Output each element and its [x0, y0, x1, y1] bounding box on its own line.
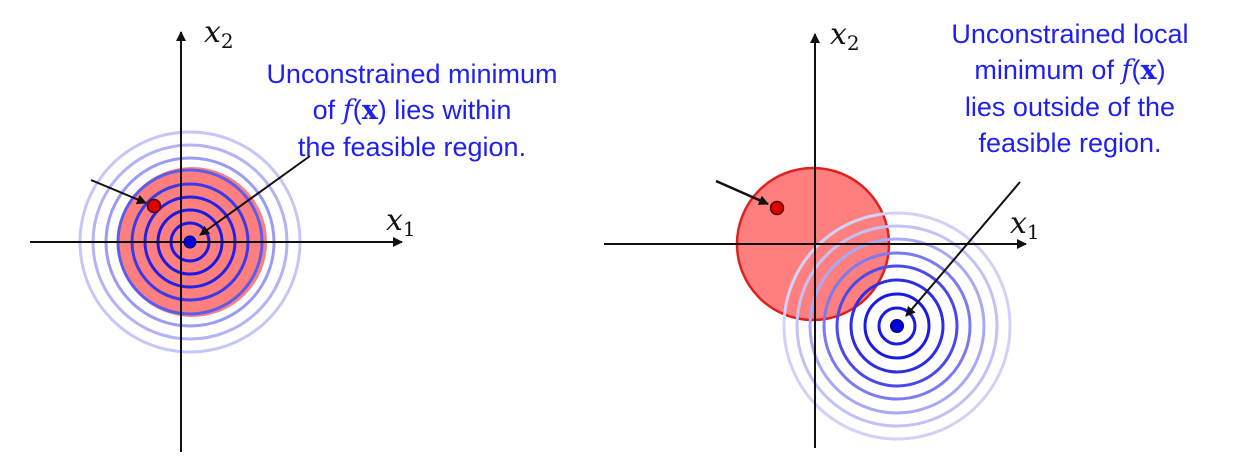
left-annotation: Unconstrained minimum of f(x) lies withi… [222, 56, 602, 165]
right-contour-ring-6 [808, 237, 986, 415]
right-panel: x1 x2 [604, 17, 1040, 448]
right-contour-ring-5 [822, 251, 972, 401]
right-y-axis-label: x2 [830, 17, 860, 55]
right-contour-ring-3 [849, 278, 945, 374]
right-contour-ring-7 [795, 224, 999, 428]
left-arrow-to-feasible-point [90, 179, 147, 205]
right-annotation: Unconstrained local minimum of f(x) lies… [900, 16, 1240, 161]
left-y-axis-label: x2 [204, 15, 234, 53]
right-annotation-line-2: minimum of f(x) [974, 55, 1166, 86]
right-arrow-to-feasible-point [715, 179, 769, 206]
right-annotation-line-1: Unconstrained local [951, 19, 1189, 49]
right-contour-ring-4 [835, 264, 959, 388]
right-annotation-line-3: lies outside of the [964, 92, 1176, 122]
left-feasible-point [146, 198, 162, 214]
left-arrow-to-minimum [199, 155, 311, 236]
right-minimum-point [890, 319, 904, 333]
right-x-axis-label: x1 [1010, 206, 1040, 244]
left-minimum-point [183, 235, 197, 249]
left-annotation-line-1: Unconstrained minimum [266, 59, 558, 89]
right-contours [782, 211, 1012, 441]
right-contour-ring-8 [782, 211, 1012, 441]
right-contour-ring-1 [877, 306, 917, 346]
right-contour-ring-2 [863, 292, 931, 360]
left-panel: x1 x2 [30, 15, 416, 452]
left-x-axis-label: x1 [386, 203, 416, 241]
left-annotation-line-3: the feasible region. [297, 132, 527, 162]
right-annotation-line-4: feasible region. [978, 128, 1162, 158]
right-arrow-to-minimum [905, 181, 1021, 317]
left-annotation-line-2: of f(x) lies within [312, 95, 512, 126]
right-feasible-point [769, 200, 785, 216]
